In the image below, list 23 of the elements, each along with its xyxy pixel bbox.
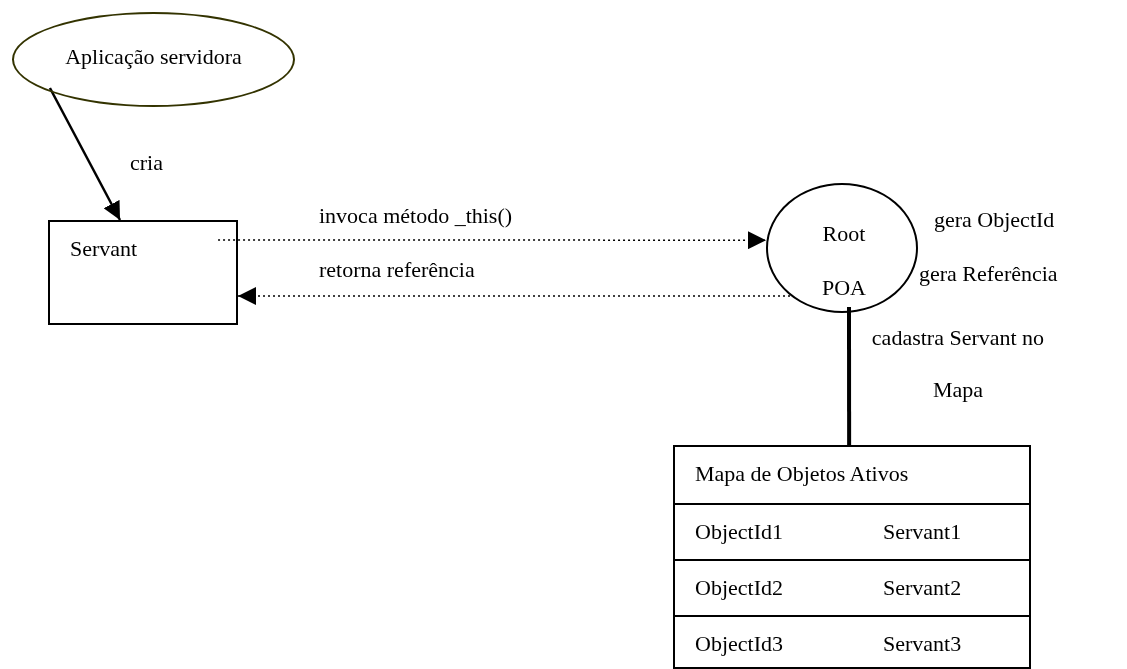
- side-note: gera Referência: [919, 261, 1058, 287]
- edge-label: cadastra Servant no Mapa: [870, 324, 1046, 404]
- side-note: gera ObjectId: [934, 207, 1055, 233]
- arrow: [237, 287, 791, 305]
- edge-label: invoca método _this(): [319, 203, 513, 229]
- node-label: Mapa de Objetos Ativos: [695, 461, 909, 487]
- edge-label: retorna referência: [319, 257, 475, 283]
- node-label: Servant: [70, 236, 138, 262]
- object-id-cell-text: ObjectId3: [695, 631, 783, 657]
- connector-line: [847, 307, 852, 445]
- node-label: Aplicação servidora: [64, 44, 243, 70]
- ellipse-node: [12, 12, 295, 107]
- arrow: [217, 231, 767, 250]
- edge-label: cria: [130, 150, 163, 176]
- process-box: [48, 220, 238, 325]
- table-box: [673, 445, 1031, 669]
- servant-cell-text: Servant2: [883, 575, 962, 601]
- servant-cell-text: Servant3: [883, 631, 962, 657]
- node-label: Root POA: [821, 220, 867, 302]
- object-id-cell-text: ObjectId2: [695, 575, 783, 601]
- arrow: [48, 87, 122, 221]
- servant-cell-text: Servant1: [883, 519, 962, 545]
- object-id-cell-text: ObjectId1: [695, 519, 783, 545]
